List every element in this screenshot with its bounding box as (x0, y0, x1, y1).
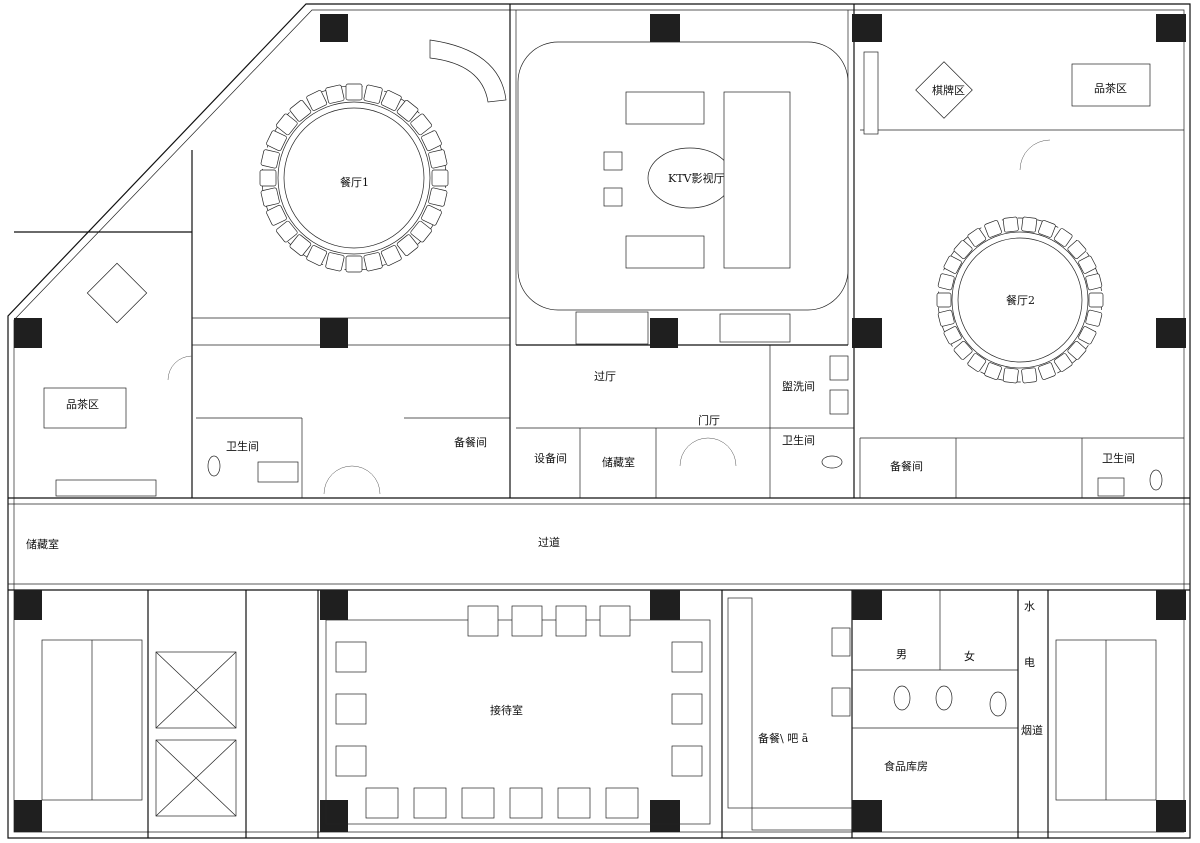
label-tea-right: 品茶区 (1094, 82, 1127, 95)
chair (396, 234, 419, 256)
label-electric: 电 (1024, 656, 1035, 669)
label-wc-right: 卫生间 (1102, 451, 1135, 465)
label-dining2: 餐厅2 (1006, 293, 1035, 307)
chair (289, 234, 312, 256)
chair (363, 252, 383, 272)
chair (380, 245, 402, 266)
chair (1021, 367, 1038, 384)
chair (380, 90, 402, 111)
chair (266, 204, 287, 226)
structural-columns (14, 14, 1186, 832)
label-food-store: 食品库房 (884, 759, 928, 773)
outer-walls (7, 3, 1191, 839)
chair (943, 255, 962, 274)
room-labels: 餐厅1 餐厅2 KTV影视厅 棋牌区 品茶区 品茶区 过厅 门厅 盥洗间 卫生间… (26, 82, 1135, 773)
chair (1021, 216, 1038, 233)
label-dining1: 餐厅1 (340, 175, 369, 189)
label-chess: 棋牌区 (932, 83, 965, 97)
pantry-bar-fixtures (727, 597, 853, 831)
chair (1067, 240, 1087, 260)
label-wc-left: 卫生间 (226, 439, 259, 453)
chair (943, 326, 962, 345)
chair (1067, 340, 1087, 360)
curved-sofa (429, 39, 507, 103)
label-vestibule: 过厅 (594, 370, 616, 383)
chair (967, 228, 987, 247)
sanitary-fixtures (207, 355, 1163, 717)
label-tea-left: 品茶区 (66, 398, 99, 411)
chair (410, 220, 432, 243)
label-pantry-right: 备餐间 (890, 459, 923, 473)
label-equipment: 设备间 (534, 451, 567, 465)
interior-walls (8, 4, 1190, 838)
chair (1085, 309, 1103, 327)
chair (431, 169, 449, 187)
chair (396, 100, 419, 122)
reception-furniture (325, 605, 711, 825)
label-water: 水 (1024, 600, 1035, 613)
chair (1078, 255, 1097, 274)
door-swings (167, 139, 1051, 495)
label-reception: 接待室 (490, 703, 523, 717)
chair (421, 204, 442, 226)
label-washroom: 盥洗间 (782, 380, 815, 393)
stairs-left (41, 639, 143, 801)
dining1-chairs (259, 83, 449, 273)
chair (306, 90, 328, 111)
chair (421, 130, 442, 152)
chair (276, 113, 298, 136)
chair (410, 113, 432, 136)
label-male: 男 (896, 648, 907, 661)
chair (325, 84, 345, 104)
chair (1085, 273, 1103, 291)
left-lounge-furniture (43, 262, 157, 497)
chair (428, 149, 448, 169)
chair (937, 273, 955, 291)
chair (1038, 362, 1056, 380)
label-pantry-bar: 备餐\ 吧 ā (758, 731, 809, 745)
label-foyer: 门厅 (698, 413, 720, 427)
chair (306, 245, 328, 266)
chair (1038, 220, 1056, 238)
chair (1002, 367, 1019, 384)
right-lounge-furniture (863, 51, 1151, 135)
chair (1088, 292, 1104, 308)
chair (984, 362, 1002, 380)
ktv-furniture (517, 41, 849, 345)
label-female: 女 (964, 649, 975, 663)
chair (936, 292, 952, 308)
chair (967, 353, 987, 372)
chair (345, 83, 363, 101)
label-storage-mid: 储藏室 (602, 455, 635, 469)
chair (260, 149, 280, 169)
label-wc-mid: 卫生间 (782, 433, 815, 447)
chair (260, 187, 280, 207)
chair (428, 187, 448, 207)
chair (363, 84, 383, 104)
chair (276, 220, 298, 243)
label-pantry-left: 备餐间 (454, 435, 487, 449)
label-storage-left: 储藏室 (26, 537, 59, 551)
chair (1053, 228, 1073, 247)
label-flue: 烟道 (1021, 723, 1043, 737)
chair (984, 220, 1002, 238)
label-corridor: 过道 (538, 535, 560, 549)
chair (1053, 353, 1073, 372)
chair (1078, 326, 1097, 345)
chair (953, 240, 973, 260)
dining2-chairs (936, 216, 1104, 384)
elevators (155, 651, 237, 817)
chair (953, 340, 973, 360)
stairs-right (1055, 639, 1157, 801)
chair (266, 130, 287, 152)
chair (937, 309, 955, 327)
chair (259, 169, 277, 187)
label-ktv: KTV影视厅 (668, 171, 725, 185)
chair (345, 255, 363, 273)
chair (289, 100, 312, 122)
chair (325, 252, 345, 272)
chair (1002, 216, 1019, 233)
